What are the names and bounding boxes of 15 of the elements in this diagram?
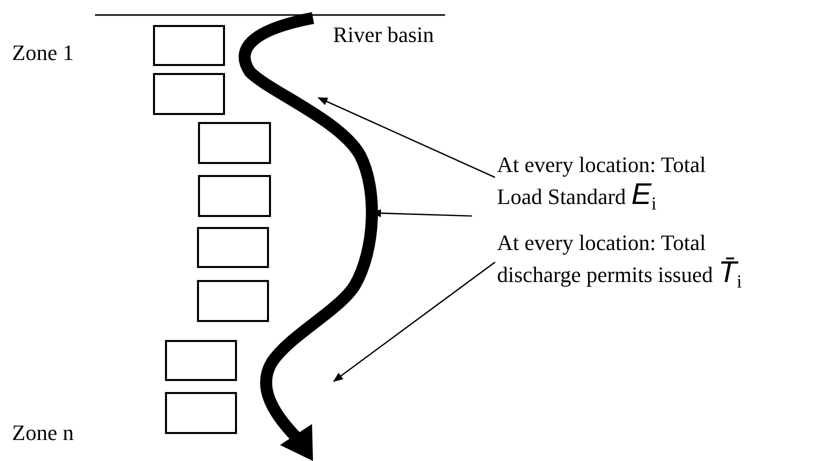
callout-text: At every location: Total Load Standard E$_{i}$ (497, 150, 732, 218)
zone-box (198, 122, 271, 164)
zone-box (153, 25, 225, 66)
zone-box (165, 392, 237, 434)
basin-label: River basin (333, 21, 434, 49)
zone-box (165, 340, 237, 381)
leader-arrow (318, 97, 496, 178)
zone-box (198, 175, 271, 217)
leader-arrow (332, 262, 496, 382)
zone-label: Zone n (12, 419, 74, 447)
zone-box (153, 73, 225, 115)
callout-text: At every location: Total discharge permits issued T̄$_{i}$ (497, 228, 777, 296)
zone-label: Zone 1 (12, 39, 74, 67)
zone-box (197, 227, 269, 268)
zone-box (197, 280, 269, 322)
